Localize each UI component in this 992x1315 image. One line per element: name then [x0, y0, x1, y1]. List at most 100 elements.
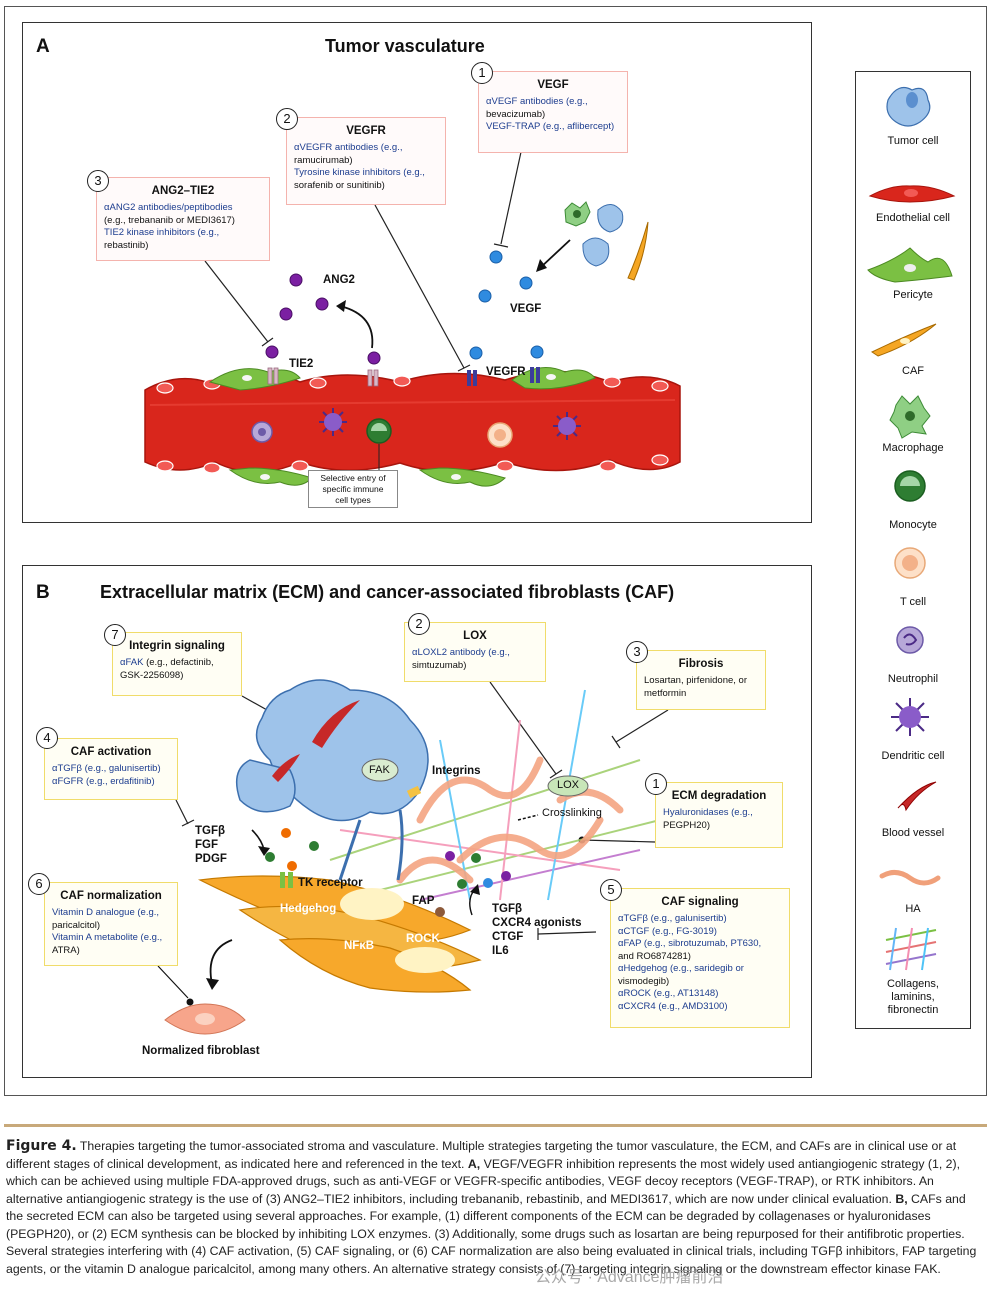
vegf-box-line: VEGF-TRAP (e.g., aflibercept) — [486, 121, 615, 132]
caf-normalization-line: ATRA) — [52, 944, 80, 956]
legend-label: HA — [905, 903, 921, 915]
cxcr4-label: CXCR4 agonists — [492, 917, 582, 929]
caf-normalization-title: CAF normalization — [60, 890, 162, 902]
vegf-box-line: αVEGF antibodies (e.g., — [486, 96, 588, 107]
ctgf-label: CTGF — [492, 931, 524, 943]
legend-label: Neutrophil — [887, 673, 939, 685]
ang2-tie2-box: ANG2–TIE2 αANG2 antibodies/peptibodies (… — [96, 177, 270, 261]
ang2-tie2-box-line: (e.g., trebananib or MEDI3617) — [104, 214, 235, 226]
caf-normalization-line: Vitamin D analogue (e.g., — [52, 907, 160, 918]
integrin-signaling-box: Integrin signaling αFAK (e.g., defactini… — [112, 632, 242, 696]
immune-entry-line: Selective entry of — [320, 473, 386, 483]
caf-signaling-line: αCXCR4 (e.g., AMD3100) — [618, 1000, 728, 1012]
caf-signaling-line: vismodegib) — [618, 975, 670, 987]
legend-label: CAF — [902, 365, 924, 377]
fibrosis-box-title: Fibrosis — [678, 658, 724, 670]
rock-label: ROCK — [406, 933, 440, 945]
step-number-4: 4 — [36, 727, 58, 749]
legend-monocyte: Monocyte — [857, 517, 969, 532]
legend-endothelial-cell: Endothelial cell — [857, 210, 969, 225]
ecm-degradation-box: ECM degradation Hyaluronidases (e.g., PE… — [655, 782, 783, 848]
caption-divider — [4, 1124, 987, 1127]
legend-label-multiline: Collagens,laminins,fibronectin — [857, 978, 969, 1017]
caption-b-text: CAFs and the secreted ECM can also be ta… — [6, 1191, 977, 1276]
caption-intro: Therapies targeting the tumor-associated… — [6, 1139, 957, 1171]
neutrophil-icon — [896, 626, 924, 654]
legend-label: Macrophage — [882, 442, 944, 454]
step-number-3b: 3 — [626, 641, 648, 663]
caf-signaling-box: CAF signaling αTGFβ (e.g., galunisertib)… — [610, 888, 790, 1028]
legend-label: Endothelial cell — [876, 212, 950, 224]
ang2-label: ANG2 — [323, 274, 355, 286]
fibrosis-box: Fibrosis Losartan, pirfenidone, or metfo… — [636, 650, 766, 710]
fgf-label: FGF — [195, 839, 218, 851]
vegfr-box-line: Tyrosine kinase inhibitors (e.g., — [294, 167, 425, 178]
ang2-tie2-box-title: ANG2–TIE2 — [151, 185, 215, 197]
legend-tumor-cell: Tumor cell — [857, 133, 969, 148]
step-number-2b: 2 — [408, 613, 430, 635]
watermark: 公众号 · Advance肿瘤前沿 — [535, 1269, 724, 1286]
fibrosis-box-line: metformin — [644, 687, 687, 699]
legend-label-line: Collagens, — [887, 978, 939, 990]
caf-activation-line: αFGFR (e.g., erdafitinib) — [52, 775, 155, 787]
vegfr-box-line: sorafenib or sunitinib) — [294, 179, 385, 191]
crosslinking-label: Crosslinking — [542, 807, 602, 819]
step-number-5: 5 — [600, 879, 622, 901]
vegfr-box-line: αVEGFR antibodies (e.g., — [294, 142, 403, 153]
panel-b-letter: B — [36, 582, 50, 603]
collagen-icon — [885, 927, 937, 971]
hedgehog-label: Hedgehog — [280, 903, 337, 915]
caf-signaling-line: and RO6874281) — [618, 950, 691, 962]
pdgf-label: PDGF — [195, 853, 227, 865]
tk-receptor-label: TK receptor — [298, 877, 363, 889]
nfkb-label: NFκB — [344, 940, 375, 952]
vegf-label: VEGF — [510, 303, 542, 315]
legend-label: Blood vessel — [881, 827, 945, 839]
lox-box: LOX αLOXL2 antibody (e.g., simtuzumab) — [404, 622, 546, 682]
legend-pericyte: Pericyte — [857, 287, 969, 302]
integrin-signaling-line: GSK-2256098) — [120, 669, 184, 681]
legend-label: Pericyte — [893, 289, 933, 301]
caption-a-text: VEGF/VEGFR inhibition represents the mos… — [6, 1156, 961, 1206]
legend-ha: HA — [857, 901, 969, 916]
caption-a-label: A, — [467, 1156, 481, 1171]
caption-b-label: B, — [895, 1191, 908, 1206]
ang2-tie2-box-line: rebastinib) — [104, 239, 149, 251]
panel-a-title: Tumor vasculature — [325, 36, 485, 56]
vegf-box-title: VEGF — [537, 79, 569, 91]
lox-box-line: simtuzumab) — [412, 659, 467, 671]
tgfb-secreted-label: TGFβ — [492, 903, 523, 915]
caf-signaling-line: αTGFβ (e.g., galunisertib) — [618, 913, 727, 924]
lox-box-line: αLOXL2 antibody (e.g., — [412, 647, 510, 658]
step-number-3: 3 — [87, 170, 109, 192]
immune-entry-line: cell types — [335, 495, 371, 505]
fap-label: FAP — [412, 895, 435, 907]
il6-label: IL6 — [492, 945, 509, 957]
tgfb-label: TGFβ — [195, 825, 226, 837]
caf-signaling-line: αCTGF (e.g., FG-3019) — [618, 925, 717, 937]
legend-label-line: laminins, — [891, 991, 935, 1003]
caf-signaling-title: CAF signaling — [661, 896, 739, 908]
ecm-degradation-line: PEGPH20) — [663, 819, 710, 831]
ang2-tie2-box-line: TIE2 kinase inhibitors (e.g., — [104, 227, 220, 238]
vegfr-label: VEGFR — [486, 366, 526, 378]
vasculature-illustration — [144, 151, 681, 487]
caf-activation-line: αTGFβ (e.g., galunisertib) — [52, 763, 161, 774]
caf-signaling-line: αHedgehog (e.g., saridegib or — [618, 963, 744, 974]
legend-label: T cell — [899, 596, 927, 608]
vegf-box: VEGF αVEGF antibodies (e.g., bevacizumab… — [478, 71, 628, 153]
caf-signaling-line: αFAP (e.g., sibrotuzumab, PT630, — [618, 938, 762, 949]
integrins-label: Integrins — [432, 765, 481, 777]
integrin-signaling-line: αFAK (e.g., defactinib, — [120, 657, 214, 668]
step-number-7: 7 — [104, 624, 126, 646]
integrin-drug-name: αFAK — [120, 657, 144, 668]
integrin-signaling-title: Integrin signaling — [129, 640, 225, 652]
legend-label-line: fibronectin — [887, 1004, 939, 1016]
step-number-1b: 1 — [645, 773, 667, 795]
immune-entry-line: specific immune — [322, 484, 384, 494]
panel-b-title: Extracellular matrix (ECM) and cancer-as… — [100, 582, 675, 602]
figure-caption: Figure 4. Therapies targeting the tumor-… — [6, 1138, 986, 1278]
ecm-degradation-line: Hyaluronidases (e.g., — [663, 807, 753, 818]
caf-normalization-line: paricalcitol) — [52, 919, 101, 931]
caf-normalization-box: CAF normalization Vitamin D analogue (e.… — [44, 882, 178, 966]
